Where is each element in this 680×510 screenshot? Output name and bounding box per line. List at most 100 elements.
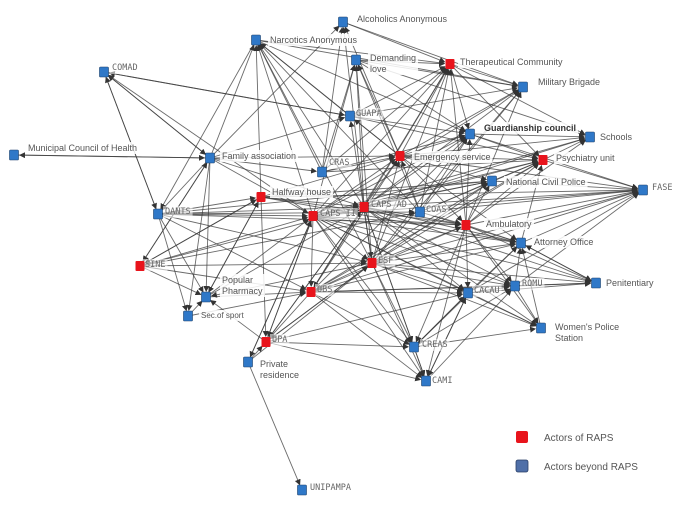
edge-romu-ao bbox=[514, 247, 523, 287]
edge-cras-es bbox=[321, 155, 396, 173]
node-fase[interactable] bbox=[638, 184, 648, 196]
label-cami: CAMI bbox=[432, 376, 452, 386]
edge-capsad-wps bbox=[363, 206, 537, 326]
label-es: Emergency service bbox=[414, 152, 491, 162]
node-cras[interactable] bbox=[317, 166, 327, 178]
node-romu[interactable] bbox=[510, 280, 520, 292]
label-gc: Guardianship council bbox=[484, 123, 576, 133]
edge-esf-mb bbox=[371, 90, 520, 264]
edge-ao-fase bbox=[520, 191, 639, 244]
label-bg-es bbox=[412, 151, 493, 163]
label-sos: Sec.of sport bbox=[201, 311, 244, 320]
edge-esf-ncp bbox=[371, 183, 488, 264]
node-oants[interactable] bbox=[153, 208, 163, 220]
label-bg-fase bbox=[650, 182, 675, 194]
node-tc[interactable] bbox=[445, 59, 455, 69]
legend-label-raps: Actors of RAPS bbox=[544, 433, 614, 444]
node-aa[interactable] bbox=[338, 16, 348, 28]
edge-fa-sos bbox=[186, 157, 211, 312]
node-coas[interactable] bbox=[415, 206, 425, 218]
edge-hh-upa bbox=[260, 196, 269, 338]
node-sine[interactable] bbox=[135, 261, 145, 271]
node-gc[interactable] bbox=[465, 128, 475, 140]
edge-esf-pen bbox=[371, 262, 592, 286]
node-ncp[interactable] bbox=[487, 175, 497, 187]
edge-cacau-wps bbox=[467, 292, 537, 326]
edge-cras-aa bbox=[321, 26, 345, 173]
node-unipampa[interactable] bbox=[297, 484, 307, 496]
label-sine: SINE bbox=[145, 260, 165, 270]
label-oants: OANTS bbox=[165, 207, 191, 217]
edge-pu-fase bbox=[542, 159, 639, 190]
edge-ncp-pu bbox=[491, 161, 539, 182]
node-mb[interactable] bbox=[518, 81, 528, 93]
node-pp[interactable] bbox=[201, 291, 211, 303]
node-amb[interactable] bbox=[461, 220, 471, 230]
edge-coas-tc bbox=[419, 68, 451, 213]
label-schools: Schools bbox=[600, 132, 633, 142]
node-guapa[interactable] bbox=[345, 110, 355, 122]
edge-hh-na bbox=[253, 44, 262, 198]
label-bg-upa bbox=[270, 334, 290, 346]
node-mch[interactable] bbox=[9, 149, 19, 161]
node-pr[interactable] bbox=[243, 356, 253, 368]
edge-guapa-pu bbox=[349, 115, 539, 161]
node-ao[interactable] bbox=[516, 237, 526, 249]
node-caps2[interactable] bbox=[308, 211, 318, 221]
edge-sine-esf bbox=[139, 260, 368, 267]
node-creas[interactable] bbox=[409, 341, 419, 353]
label-bg-romu bbox=[520, 278, 545, 290]
node-cacau[interactable] bbox=[463, 287, 473, 299]
node-dl[interactable] bbox=[351, 54, 361, 66]
label-bg-hh bbox=[270, 186, 334, 198]
node-wps[interactable] bbox=[536, 322, 546, 334]
label-comad: COMAD bbox=[112, 63, 138, 73]
edge-pr-caps2 bbox=[247, 220, 312, 363]
edge-gc-schools bbox=[469, 133, 586, 140]
label-coas: COAS bbox=[426, 205, 446, 215]
edge-hh-pp bbox=[208, 196, 262, 293]
edge-esf-cami bbox=[371, 262, 425, 377]
node-sos[interactable] bbox=[183, 310, 193, 322]
edge-capsad-na bbox=[258, 44, 365, 208]
node-upa[interactable] bbox=[261, 337, 271, 347]
edge-es-mb bbox=[399, 89, 519, 157]
edge-ubs-fase bbox=[310, 190, 639, 293]
edge-oants-sos bbox=[157, 213, 188, 312]
label-ncp: National Civil Police bbox=[506, 177, 586, 187]
edge-tc-pu bbox=[449, 63, 540, 157]
edge-fa-capsad bbox=[209, 157, 360, 207]
node-schools[interactable] bbox=[585, 131, 595, 143]
node-capsad[interactable] bbox=[359, 202, 369, 212]
label-bg-sine bbox=[143, 259, 168, 271]
edge-pr-esf bbox=[247, 266, 369, 363]
edge-hh-sine bbox=[144, 196, 262, 264]
node-ubs[interactable] bbox=[306, 287, 316, 297]
node-hh[interactable] bbox=[256, 192, 266, 202]
edge-coas-na bbox=[259, 43, 421, 213]
edge-capsad-fase bbox=[363, 187, 639, 208]
label-pen: Penitentiary bbox=[606, 278, 654, 288]
node-comad[interactable] bbox=[99, 66, 109, 78]
edge-capsad-dl bbox=[353, 64, 365, 208]
edge-ubs-creas bbox=[310, 291, 410, 345]
node-cami[interactable] bbox=[421, 375, 431, 387]
edge-romu-wps bbox=[514, 285, 539, 324]
node-na[interactable] bbox=[251, 34, 261, 46]
edge-capsad-mb bbox=[363, 90, 520, 208]
edge-fa-na bbox=[209, 44, 255, 159]
label-bg-coas bbox=[424, 204, 449, 216]
node-es[interactable] bbox=[395, 151, 405, 161]
edge-cami-romu bbox=[425, 289, 512, 382]
node-pen[interactable] bbox=[591, 277, 601, 289]
edge-amb-creas bbox=[415, 224, 467, 343]
node-esf[interactable] bbox=[367, 258, 377, 268]
edge-upa-creas bbox=[265, 341, 410, 350]
edge-guapa-tc bbox=[349, 66, 446, 117]
node-pu[interactable] bbox=[538, 155, 548, 165]
node-fa[interactable] bbox=[205, 152, 215, 164]
